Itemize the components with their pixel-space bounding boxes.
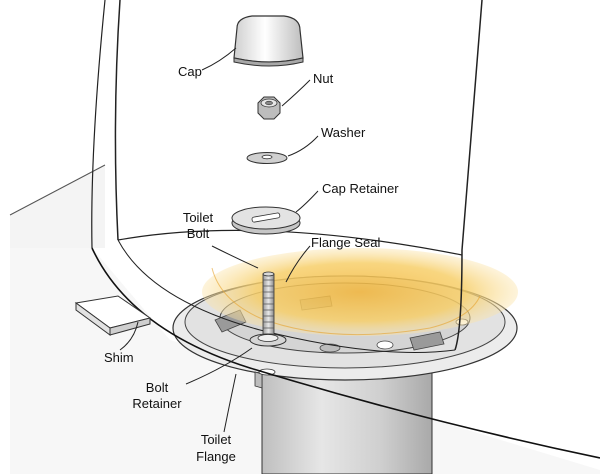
flange-seal (202, 248, 518, 336)
cap (233, 15, 304, 67)
leader-lines (119, 47, 319, 433)
label-toilet-flange-line2: Flange (196, 449, 236, 464)
toilet-bowl (91, 0, 600, 459)
label-bolt-retainer-line1: Bolt (145, 380, 169, 395)
label-toilet-bolt-line2: Bolt (186, 226, 210, 241)
label-cap: Cap (178, 64, 202, 79)
floor (9, 164, 600, 474)
label-washer: Washer (321, 125, 366, 140)
nut (257, 96, 281, 120)
washer (246, 152, 288, 164)
label-toilet-flange-line1: Toilet (200, 432, 232, 447)
label-flange-seal: Flange Seal (311, 235, 381, 250)
label-bolt-retainer-line2: Retainer (132, 396, 182, 411)
bolt-retainer (249, 333, 287, 347)
cap-retainer (231, 206, 301, 235)
label-cap-retainer: Cap Retainer (322, 181, 399, 196)
label-nut: Nut (313, 71, 334, 86)
toilet-bolt (262, 271, 275, 337)
shim (74, 295, 152, 336)
label-shim: Shim (104, 350, 134, 365)
label-toilet-bolt-line1: Toilet (182, 210, 214, 225)
